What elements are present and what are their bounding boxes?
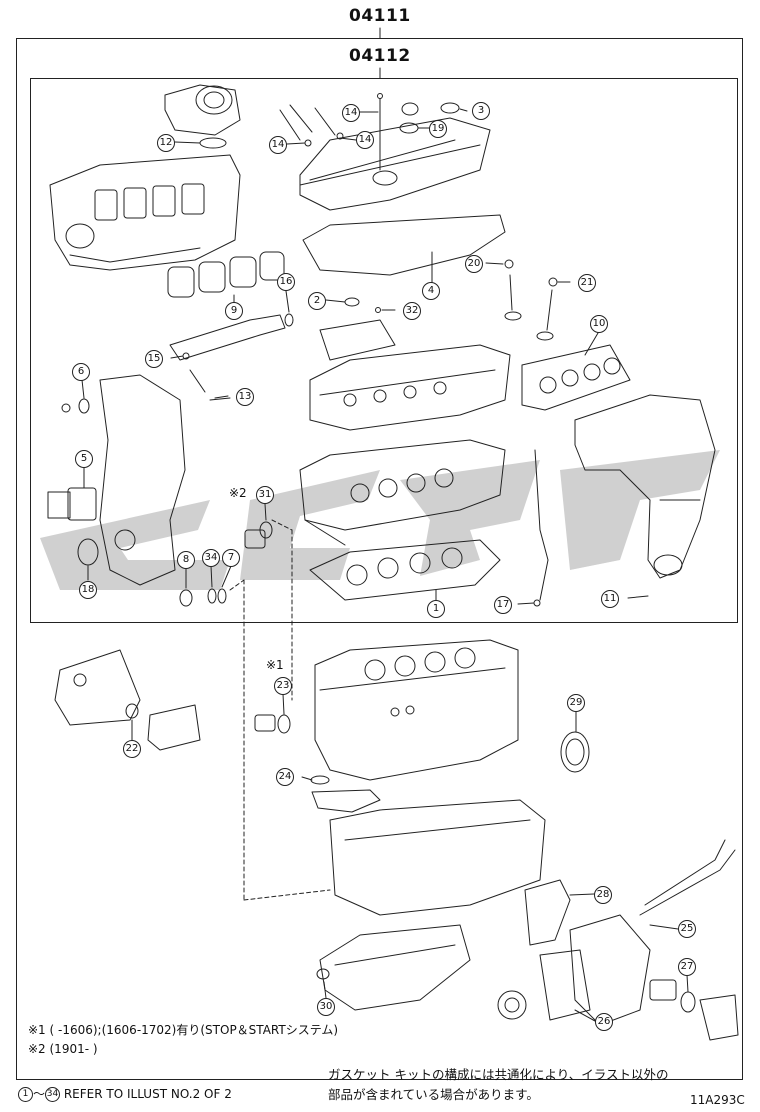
japanese-note-line-2: 部品が含まれている場合があります。 [328,1087,539,1102]
note-1: ※1 ( -1606);(1606-1702)有り(STOP＆STARTシステム… [28,1023,339,1037]
callout-25[interactable]: 24 [276,768,294,786]
lower-crankcase-drawing [329,799,546,916]
cylinder-head-drawing [299,439,506,546]
callout-14-top[interactable]: 14 [356,131,374,149]
illustration-id: 11A293C [690,1093,745,1107]
mark-2-label: ※2 [229,486,247,500]
japanese-note-line-1: ガスケット キットの構成には共通化により、イラスト以外の [328,1067,669,1082]
water-pump-drawing [497,839,739,1041]
sub-kit-code: 04112 [349,46,411,66]
callout-26[interactable]: 25 [678,920,696,938]
callout-31[interactable]: 30 [317,998,335,1016]
valve-cover-drawing [279,104,491,211]
crank-seal-drawing [560,731,590,773]
refer-illust-note: 1～34 REFER TO ILLUST NO.2 OF 2 [18,1085,232,1102]
callout-16[interactable]: 15 [145,350,163,368]
inner-kit-frame [30,78,738,623]
callout-32[interactable]: 31 [256,486,274,504]
callout-13[interactable]: 13 [236,388,254,406]
callout-24[interactable]: 23 [274,677,292,695]
callout-9[interactable]: 9 [225,302,243,320]
kit-code: 04111 [349,6,411,26]
callout-18[interactable]: 17 [494,596,512,614]
callout-14-left[interactable]: 14 [269,136,287,154]
callout-19[interactable]: 18 [79,581,97,599]
callout-17[interactable]: 16 [277,273,295,291]
callout-8[interactable]: 8 [177,551,195,569]
callout-28[interactable]: 27 [678,958,696,976]
timing-cover-drawing [47,374,186,586]
callout-6[interactable]: 6 [72,363,90,381]
callout-29[interactable]: 28 [594,886,612,904]
note-2: ※2 (1901- ) [28,1042,98,1056]
dashed-leaders [229,519,331,901]
callout-12[interactable]: 12 [157,134,175,152]
callout-1[interactable]: 1 [427,600,445,618]
ref-text: REFER TO ILLUST NO.2 OF 2 [63,1087,232,1101]
callout-30[interactable]: 29 [567,694,585,712]
callout-10[interactable]: 10 [590,315,608,333]
callout-23[interactable]: 22 [123,740,141,758]
exhaust-manifold-drawing [574,394,716,579]
callout-22[interactable]: 21 [578,274,596,292]
callout-7[interactable]: 7 [222,549,240,567]
callout-11[interactable]: 11 [601,590,619,608]
watermark-logo [40,450,720,590]
callout-4[interactable]: 4 [422,282,440,300]
valve-cover-gasket-drawing [302,214,506,276]
callout-27[interactable]: 26 [595,1013,613,1031]
valves-drawing [504,259,558,341]
ref-tilde: ～ [33,1087,46,1101]
callout-2[interactable]: 2 [308,292,326,310]
fuel-rail-drawing [169,313,294,401]
callout-3[interactable]: 3 [472,102,490,120]
outer-kit-frame [16,38,743,1080]
mark-1-label: ※1 [266,658,284,672]
ref-to-callout: 34 [45,1087,61,1102]
cam-housing-drawing [309,344,511,431]
callout-33[interactable]: 32 [403,302,421,320]
throttle-body-drawing [164,84,241,149]
oil-pan-drawing [316,924,471,1011]
callout-5[interactable]: 5 [75,450,93,468]
callout-20[interactable]: 19 [429,120,447,138]
ref-from-callout: 1 [18,1087,33,1102]
head-gasket-drawing [309,539,501,601]
exhaust-gasket-drawing [521,344,631,411]
callout-21[interactable]: 20 [465,255,483,273]
dipstick-drawing [534,449,549,601]
callout-34[interactable]: 34 [202,549,220,567]
callout-15[interactable]: 14 [342,104,360,122]
intake-gasket-drawing [167,251,285,304]
intake-manifold-drawing [49,154,241,271]
cylinder-block-drawing [314,639,519,781]
